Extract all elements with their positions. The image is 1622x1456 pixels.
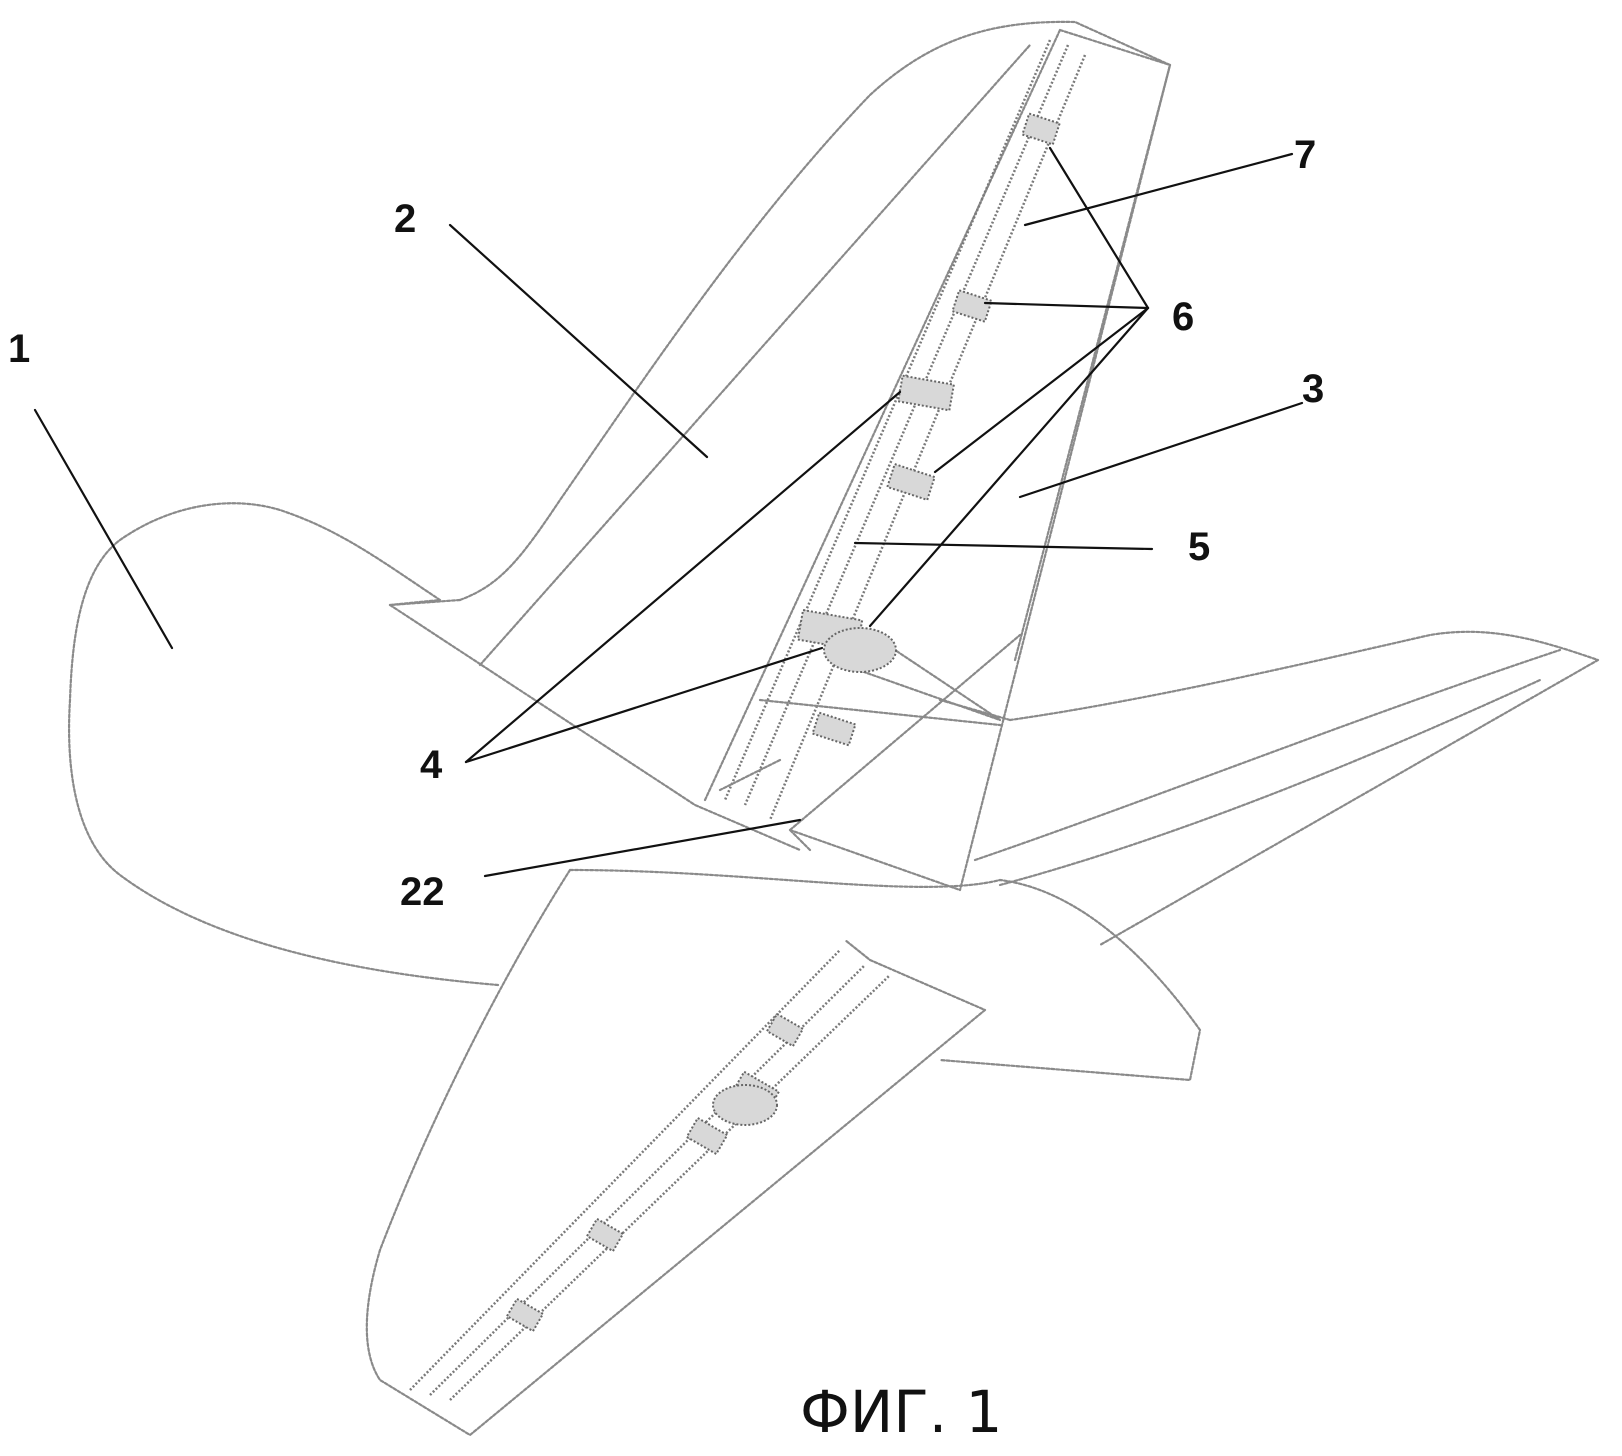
- leader-5: [853, 541, 1154, 551]
- leader-4a: [464, 390, 902, 764]
- fin-outline: [458, 20, 1172, 662]
- label-hinge-brackets: 6: [1172, 295, 1194, 339]
- rudder-box: [718, 638, 1012, 792]
- fin-root-line: [388, 603, 802, 852]
- rudder-outline: [703, 28, 1172, 892]
- right-stabilizer-outline: [973, 630, 1600, 947]
- label-hinge-axis: 7: [1294, 133, 1316, 177]
- leader-6a: [1048, 146, 1150, 310]
- leader-3: [1018, 401, 1304, 499]
- lower-hinge-blocks: [505, 1012, 805, 1333]
- label-hinge-fittings: 4: [420, 743, 443, 787]
- label-fuselage: 1: [8, 327, 30, 371]
- label-rudder-spar: 5: [1188, 525, 1210, 569]
- leader-6b: [983, 301, 1150, 310]
- leader-2: [448, 223, 709, 459]
- hinge-brackets: [796, 112, 1061, 747]
- figure-caption: ФИГ. 1: [800, 1378, 1002, 1446]
- fin-inner-line: [478, 43, 1032, 667]
- rudder-spar-lines: [723, 39, 1087, 821]
- leader-4b: [464, 646, 824, 764]
- leader-7: [1023, 152, 1294, 227]
- lower-stabilizer-inner: [409, 949, 891, 1401]
- label-rudder: 3: [1302, 367, 1324, 411]
- leader-6d: [868, 306, 1150, 628]
- label-fin: 2: [394, 197, 416, 241]
- fuselage-outline: [67, 502, 500, 987]
- leader-22: [483, 818, 802, 878]
- leader-6c: [933, 306, 1150, 474]
- lower-stabilizer-outline: [365, 868, 1202, 1437]
- leader-1: [33, 408, 174, 650]
- label-drive-rod: 22: [400, 870, 445, 914]
